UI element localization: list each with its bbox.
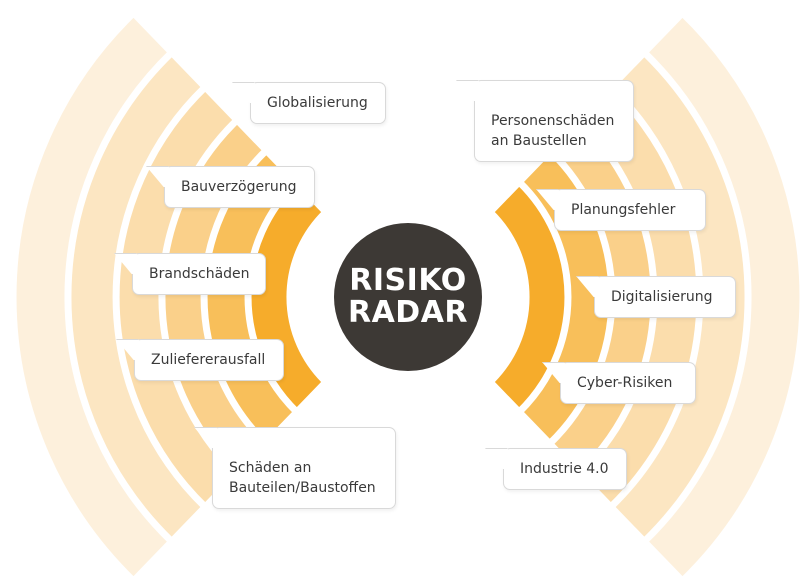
label-bauverzoegerung: Bauverzögerung (146, 166, 315, 208)
label-text: Digitalisierung (611, 289, 713, 305)
hub-line-1: RISIKO (349, 263, 467, 298)
risiko-radar-hub: RISIKO RADAR (334, 223, 482, 371)
label-text: Planungsfehler (571, 202, 676, 218)
label-text: Zuliefererausfall (151, 352, 266, 368)
hub-line-2: RADAR (347, 295, 469, 330)
label-schaeden-bauteilen: Schäden an Bauteilen/Baustoffen (194, 427, 396, 509)
label-text: Personenschäden an Baustellen (491, 113, 615, 149)
label-text: Schäden an Bauteilen/Baustoffen (229, 460, 376, 496)
label-industrie-40: Industrie 4.0 (485, 448, 627, 490)
label-cyber-risiken: Cyber-Risiken (542, 362, 696, 404)
label-planungsfehler: Planungsfehler (536, 189, 706, 231)
label-text: Globalisierung (267, 95, 368, 111)
label-text: Brandschäden (149, 266, 250, 282)
label-text: Cyber-Risiken (577, 375, 673, 391)
label-text: Industrie 4.0 (520, 461, 609, 477)
label-digitalisierung: Digitalisierung (576, 276, 736, 318)
label-globalisierung: Globalisierung (232, 82, 386, 124)
label-brandschaeden: Brandschäden (114, 253, 266, 295)
label-zuliefererausfall: Zuliefererausfall (116, 339, 284, 381)
label-personenschaeden: Personenschäden an Baustellen (456, 80, 634, 162)
label-text: Bauverzögerung (181, 179, 297, 195)
